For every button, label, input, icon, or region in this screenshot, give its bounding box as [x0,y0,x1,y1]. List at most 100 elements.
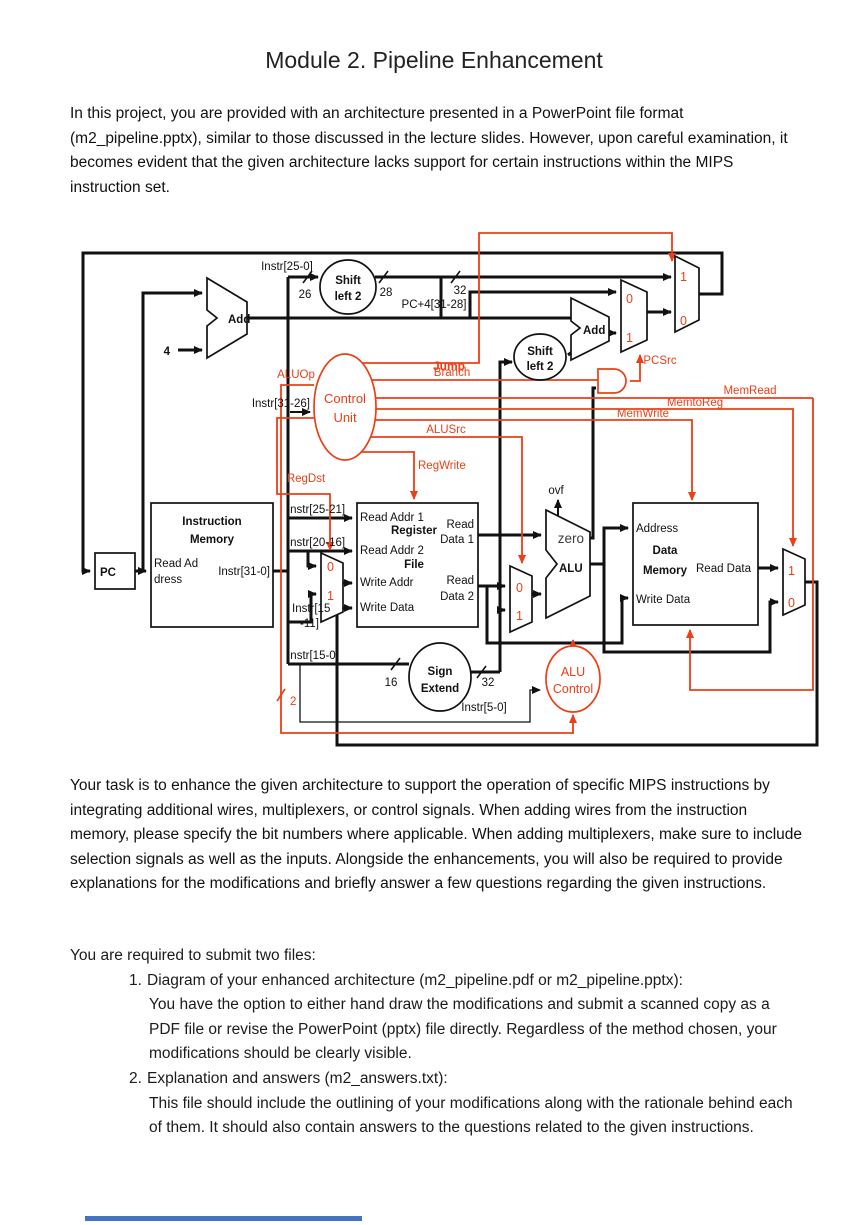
ovf-label: ovf [548,485,564,497]
dm-title-2: Memory [643,565,688,577]
rf-write-data: Write Data [360,602,415,614]
pc-register: PC [94,552,136,590]
data-memory: Address Data Memory Read Data Write Data [632,502,759,626]
submit-heading: You are required to submit two files: [70,947,316,964]
register-file: Read Addr 1 Register Read Addr 2 File Wr… [356,502,479,628]
list-item-number: 2. [129,1069,142,1087]
add-left-alu: Add [206,276,250,360]
sign-extend-label-2: Extend [421,683,459,695]
wire-labels: Instr[25-0] 26 28 32 PC+4[31-28] 4 Jump … [164,261,777,714]
bit-width-ticks [276,270,487,702]
shift-right-label-1: Shift [527,346,553,358]
list-item: 1. Diagram of your enhanced architecture … [129,969,803,1067]
rf-read-data1-1: Read [447,519,475,531]
im-read-address-2: dress [154,574,182,586]
instr-15-0-label: Instr[15-0] [287,650,339,662]
memread-signal-label: MemRead [723,385,776,397]
jump-mux-0: 0 [680,314,687,328]
footer-accent-bar [85,1216,362,1221]
alu-control-label-1: ALU [561,665,585,679]
branch-signal-label: Branch [434,367,470,379]
width-16: 16 [385,677,398,689]
rf-write-addr: Write Addr [360,577,414,589]
regdst-mux: 0 1 [320,551,344,624]
sign-extend-label-1: Sign [428,666,453,678]
add-left-label: Add [228,314,250,326]
branch-mux: 0 1 [620,278,648,354]
datapath-wires [81,251,819,747]
list-item-title: Diagram of your enhanced architecture (m… [147,971,683,989]
task-paragraph: Your task is to enhance the given archit… [70,777,803,893]
list-item: 2. Explanation and answers (m2_answers.tx… [129,1067,803,1141]
memtoreg-signal-label: MemtoReg [667,397,723,409]
list-item-title: Explanation and answers (m2_answers.txt)… [147,1069,448,1087]
mips-datapath-diagram: PC Instruction Memory Read Ad dress Inst… [81,232,819,747]
pc-label: PC [100,567,116,579]
control-unit: Control Unit [313,353,377,461]
constant-4-label: 4 [164,346,171,358]
shift-right-label-2: left 2 [527,361,554,373]
branch-mux-0: 0 [626,292,633,306]
jump-signal-label: Jump [433,359,465,373]
alu: zero ALU [545,508,591,620]
dm-read-data: Read Data [696,563,752,575]
pcsrc-signal-label: PCSrc [643,355,676,367]
rf-title-2: File [404,559,424,571]
jump-mux: 1 0 [674,254,700,334]
rf-read-addr-2: Read Addr 2 [360,545,424,557]
instr-20-16-label: Instr[20-16] [287,537,345,549]
sign-extend: Sign Extend [408,642,472,712]
im-instr-out: Instr[31-0] [218,566,270,578]
page-title: Module 2. Pipeline Enhancement [265,47,603,73]
shift-left-2-top: Shift left 2 [319,259,377,315]
submission-section: You are required to submit two files: 1.… [70,944,803,1141]
memwrite-signal-label: MemWrite [617,408,669,420]
regdst-mux-0: 0 [327,560,334,574]
shift-left-2-right: Shift left 2 [513,333,567,381]
alusrc-mux-1: 1 [516,609,523,623]
width-26: 26 [299,289,312,301]
control-unit-label-1: Control [324,391,366,406]
width-28: 28 [380,287,393,299]
memtoreg-mux-1: 1 [788,564,795,578]
dm-address: Address [636,523,678,535]
and-gate [597,368,627,394]
alu-label: ALU [559,563,583,575]
instr-25-0-label: Instr[25-0] [261,261,313,273]
memtoreg-mux: 1 0 [782,547,806,617]
alu-control: ALU Control [545,645,601,713]
add-right-alu: Add [570,296,610,362]
control-unit-label-2: Unit [333,410,357,425]
jump-mux-1: 1 [680,270,687,284]
shift-top-label-2: left 2 [335,291,362,303]
dm-write-data: Write Data [636,594,691,606]
im-title-1: Instruction [182,516,241,528]
alusrc-signal-label: ALUSrc [426,424,466,436]
aluop-signal-label: ALUOp [277,369,315,381]
width-32: 32 [454,285,467,297]
rf-read-addr-1: Read Addr 1 [360,512,424,524]
instr-25-21-label: Instr[25-21] [287,504,345,516]
instr-15-11-label-2: -11] [300,618,319,630]
aluop-width-2: 2 [290,696,296,708]
width-32b: 32 [482,677,495,689]
branch-mux-1: 1 [626,331,633,345]
instruction-memory: Instruction Memory Read Ad dress Instr[3… [150,502,274,628]
instr-15-11-label-1: Instr[15 [292,603,330,615]
im-title-2: Memory [190,534,235,546]
pc4-31-28-label: PC+4[31-28] [402,299,467,311]
list-item-body: This file should include the outlining o… [149,1094,793,1137]
rf-read-data2-2: Data 2 [440,591,474,603]
regdst-mux-1: 1 [327,589,334,603]
shift-top-label-1: Shift [335,275,361,287]
memtoreg-mux-0: 0 [788,596,795,610]
regwrite-signal-label: RegWrite [418,460,466,472]
alusrc-mux-0: 0 [516,581,523,595]
instr-5-0-label: Instr[5-0] [461,702,506,714]
alu-control-label-2: Control [553,682,593,696]
rf-title-1: Register [391,525,438,537]
intro-paragraph: In this project, you are provided with a… [70,105,788,196]
alusrc-mux: 0 1 [509,564,533,634]
list-item-number: 1. [129,971,142,989]
